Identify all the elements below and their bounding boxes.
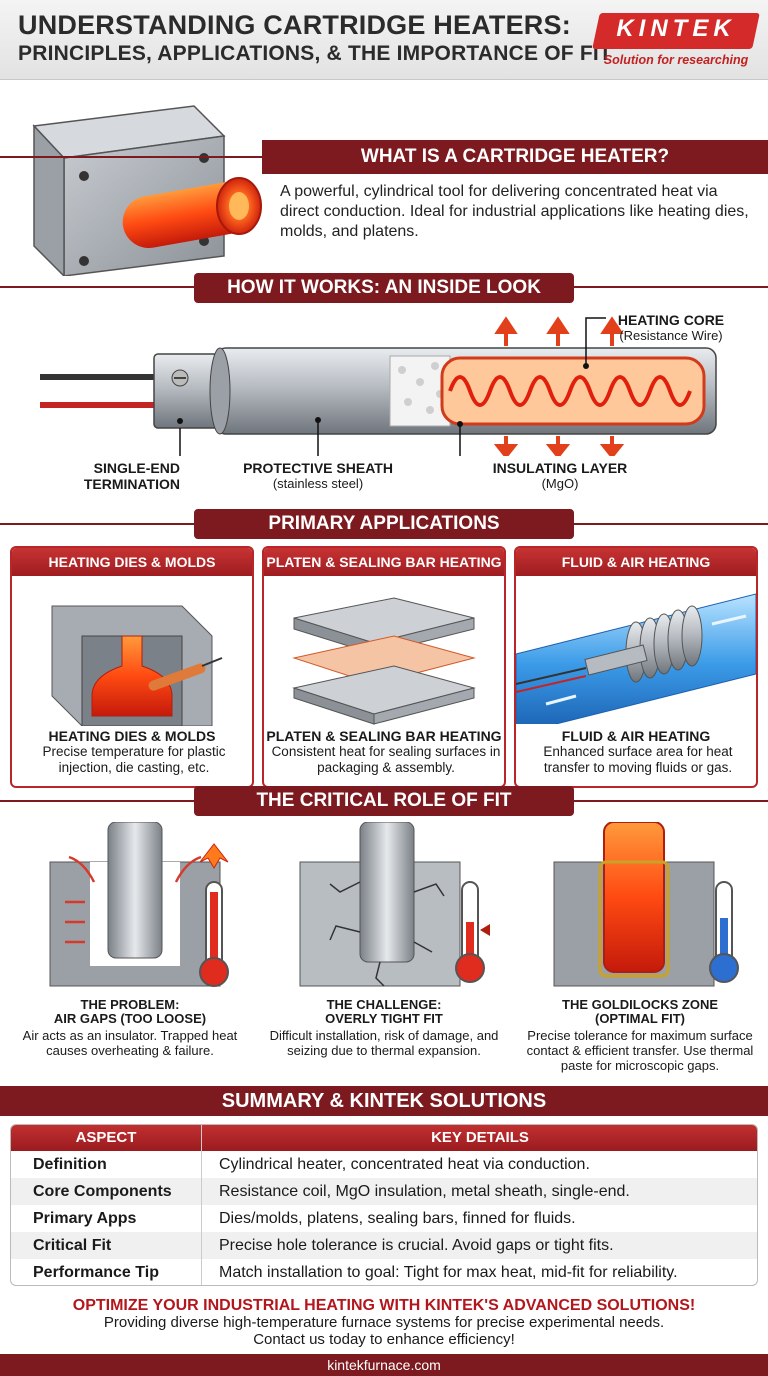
label-termination: SINGLE-END TERMINATION bbox=[83, 460, 180, 492]
section-heading-fit: THE CRITICAL ROLE OF FIT bbox=[194, 786, 574, 816]
fit-desc-tight: Difficult installation, risk of damage, … bbox=[269, 1028, 499, 1058]
card-description: Enhanced surface area for heat transfer … bbox=[543, 744, 733, 775]
column-divider bbox=[201, 1125, 202, 1285]
card-title: HEATING DIES & MOLDS bbox=[48, 728, 216, 744]
card-description: Precise temperature for plastic injectio… bbox=[42, 744, 226, 775]
page-subtitle: PRINCIPLES, APPLICATIONS, & THE IMPORTAN… bbox=[18, 42, 612, 65]
page-title: UNDERSTANDING CARTRIDGE HEATERS: bbox=[18, 10, 571, 40]
application-card-fluid: FLUID & AIR HEATING FLUID & AIR HEATING … bbox=[514, 546, 758, 788]
application-card-dies: HEATING DIES & MOLDS HEATING DIES & MOLD… bbox=[10, 546, 254, 788]
card-header: FLUID & AIR HEATING bbox=[516, 548, 756, 576]
fit-desc-optimal: Precise tolerance for maximum surface co… bbox=[526, 1028, 754, 1073]
fit-title-tight: THE CHALLENGE:OVERLY TIGHT FIT bbox=[325, 997, 443, 1026]
cartridge-cross-section bbox=[40, 316, 717, 456]
row-aspect: Definition bbox=[33, 1156, 107, 1173]
tight-fit-illustration bbox=[299, 822, 490, 987]
label-sheath: PROTECTIVE SHEATH (stainless steel) bbox=[243, 460, 393, 491]
fit-title-air-gaps: THE PROBLEM:AIR GAPS (TOO LOOSE) bbox=[53, 997, 207, 1026]
card-description: Consistent heat for sealing surfaces in … bbox=[271, 744, 501, 775]
label-insulation: INSULATING LAYER (MgO) bbox=[492, 460, 628, 491]
section-heading-how-it-works: HOW IT WORKS: AN INSIDE LOOK bbox=[194, 273, 574, 303]
fluid-pipe-illustration bbox=[516, 593, 756, 724]
card-title: FLUID & AIR HEATING bbox=[561, 728, 711, 744]
row-details: Resistance coil, MgO insulation, metal s… bbox=[219, 1183, 630, 1200]
section-heading-applications: PRIMARY APPLICATIONS bbox=[194, 509, 574, 539]
cta-title: OPTIMIZE YOUR INDUSTRIAL HEATING WITH KI… bbox=[72, 1297, 696, 1314]
heater-block-illustration bbox=[32, 105, 262, 276]
card-header: PLATEN & SEALING BAR HEATING bbox=[264, 548, 504, 576]
row-details: Cylindrical heater, concentrated heat vi… bbox=[219, 1156, 590, 1173]
section-heading-summary: SUMMARY & KINTEK SOLUTIONS bbox=[0, 1086, 768, 1116]
fit-title-optimal: THE GOLDILOCKS ZONE(OPTIMAL FIT) bbox=[562, 997, 718, 1026]
cta-line: Contact us today to enhance efficiency! bbox=[253, 1331, 515, 1348]
fit-desc-air-gaps: Air acts as an insulator. Trapped heat c… bbox=[22, 1028, 238, 1058]
kintek-logo: KINTEK bbox=[616, 15, 736, 42]
section-heading-what-is: WHAT IS A CARTRIDGE HEATER? bbox=[262, 140, 768, 174]
label-heating-core: HEATING CORE (Resistance Wire) bbox=[617, 312, 725, 343]
row-aspect: Core Components bbox=[33, 1183, 172, 1200]
column-header-details: KEY DETAILS bbox=[201, 1125, 757, 1151]
air-gap-illustration bbox=[49, 822, 229, 987]
row-aspect: Performance Tip bbox=[33, 1264, 159, 1281]
card-header: HEATING DIES & MOLDS bbox=[12, 548, 252, 576]
row-aspect: Critical Fit bbox=[33, 1237, 112, 1254]
application-card-platen: PLATEN & SEALING BAR HEATING PLATEN & SE… bbox=[262, 546, 506, 788]
what-is-description: A powerful, cylindrical tool for deliver… bbox=[280, 183, 749, 240]
table-row: Definition Cylindrical heater, concentra… bbox=[11, 1151, 757, 1178]
logo-tagline: Solution for researching bbox=[603, 53, 749, 67]
table-row: Core Components Resistance coil, MgO ins… bbox=[11, 1178, 757, 1205]
footer-link[interactable]: kintekfurnace.com bbox=[0, 1354, 768, 1376]
table-row: Primary Apps Dies/molds, platens, sealin… bbox=[11, 1205, 757, 1232]
row-details: Match installation to goal: Tight for ma… bbox=[219, 1264, 678, 1281]
row-details: Dies/molds, platens, sealing bars, finne… bbox=[219, 1210, 576, 1227]
summary-table: ASPECT KEY DETAILS Definition Cylindrica… bbox=[10, 1124, 758, 1286]
column-header-aspect: ASPECT bbox=[11, 1125, 201, 1151]
platen-illustration bbox=[292, 597, 476, 725]
card-title: PLATEN & SEALING BAR HEATING bbox=[266, 728, 502, 744]
row-details: Precise hole tolerance is crucial. Avoid… bbox=[219, 1237, 614, 1254]
cta-line: Providing diverse high-temperature furna… bbox=[103, 1314, 665, 1331]
row-aspect: Primary Apps bbox=[33, 1210, 137, 1227]
optimal-fit-illustration bbox=[553, 822, 739, 987]
table-row: Performance Tip Match installation to go… bbox=[11, 1259, 757, 1285]
table-row: Critical Fit Precise hole tolerance is c… bbox=[11, 1232, 757, 1259]
mold-illustration bbox=[51, 605, 223, 726]
